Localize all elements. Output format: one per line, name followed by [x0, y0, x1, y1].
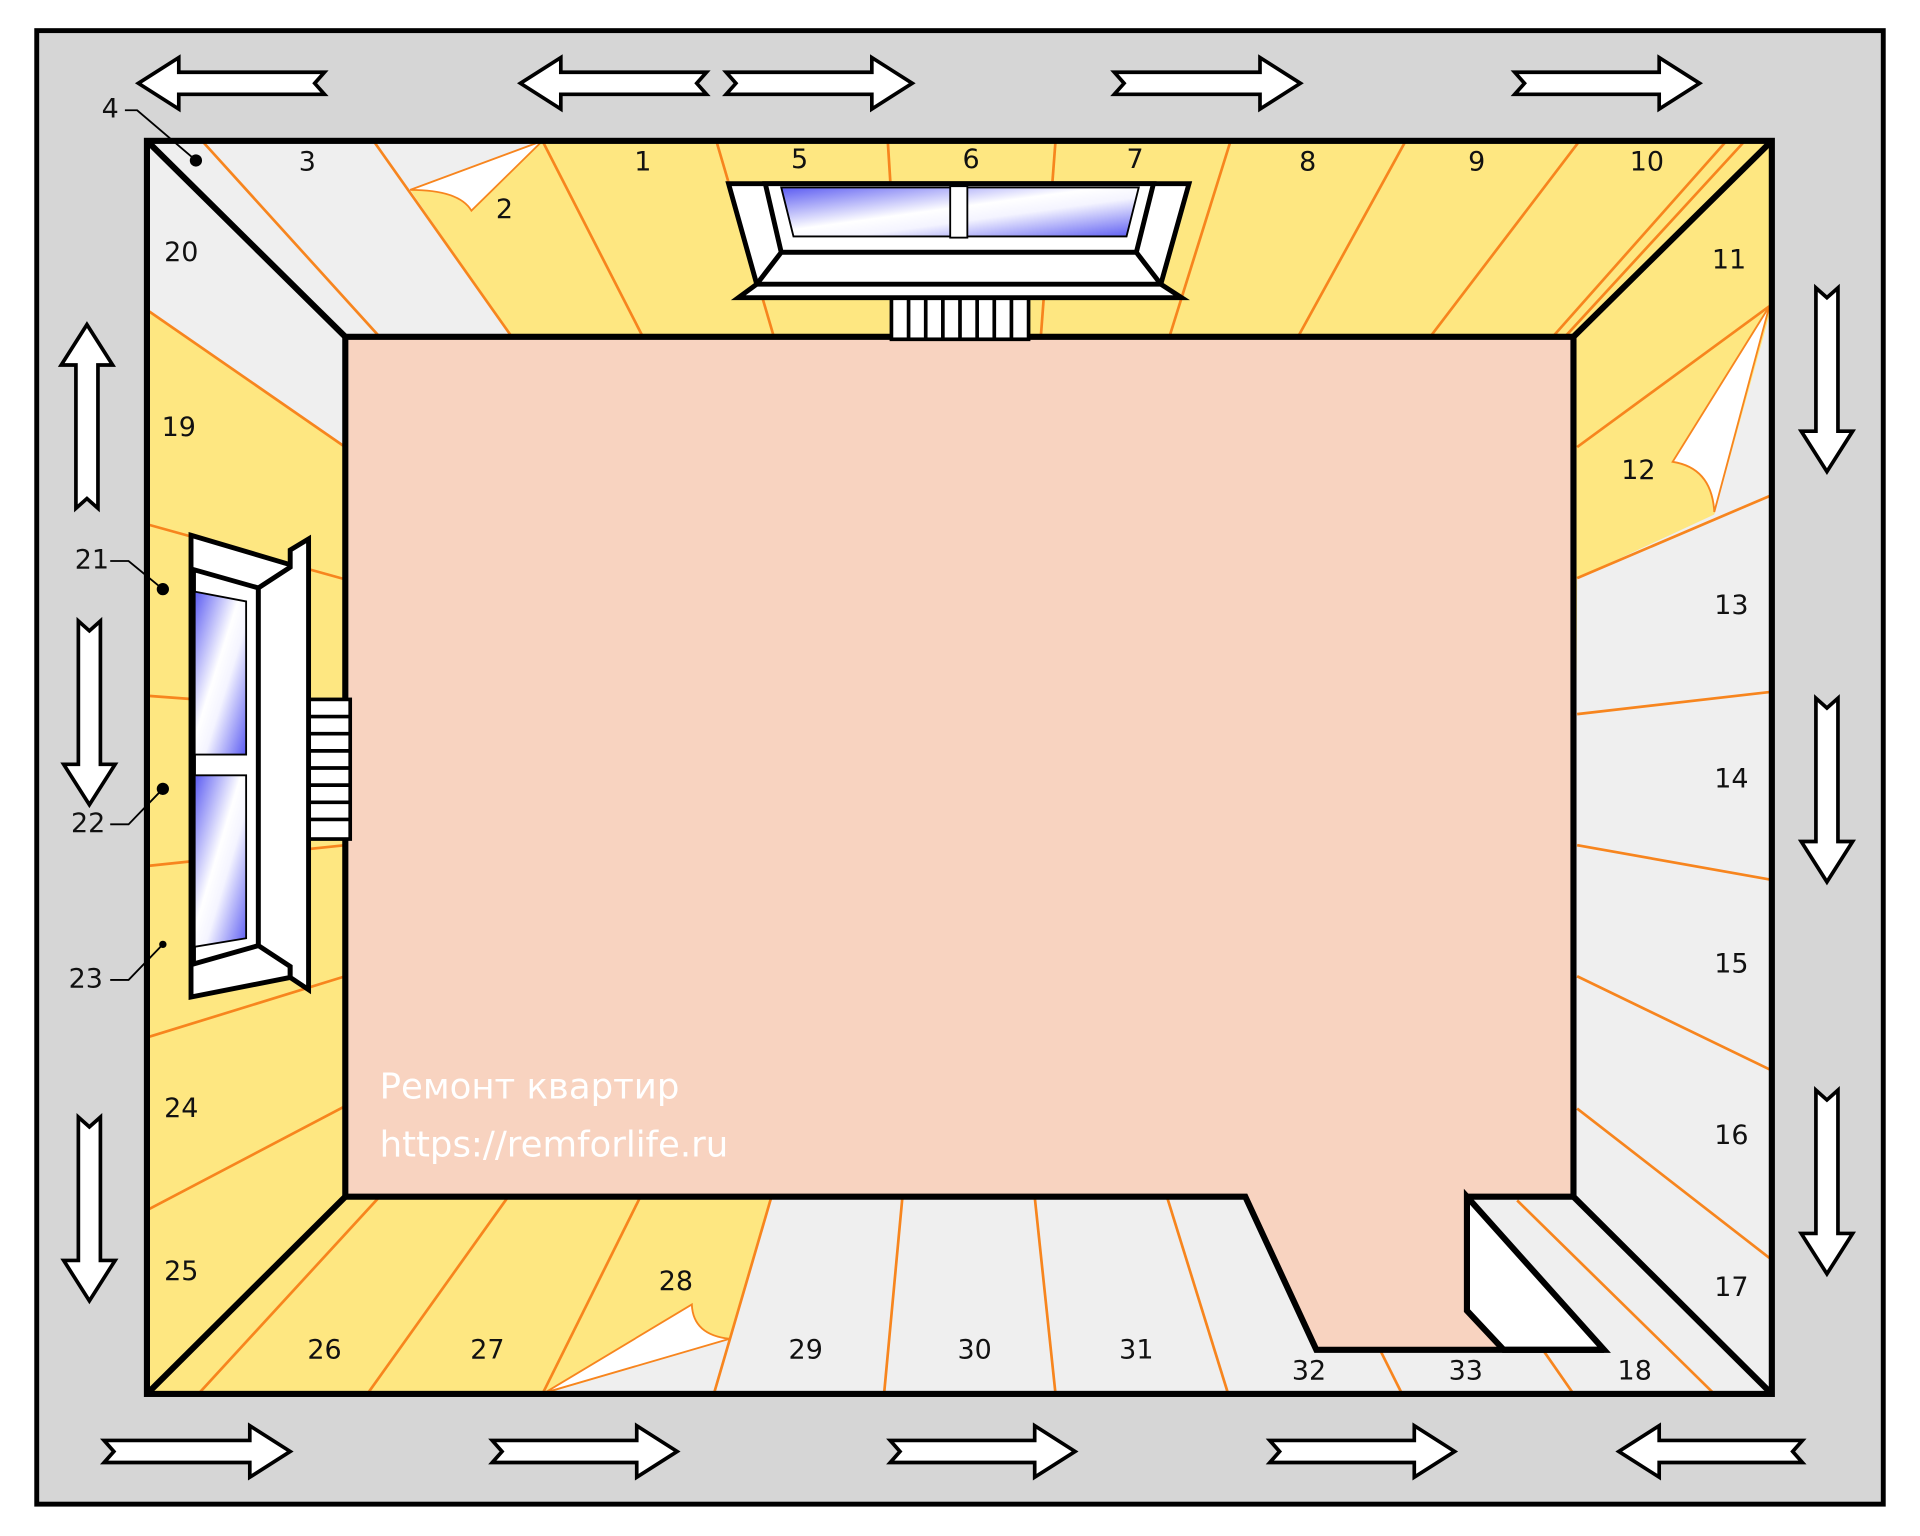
- strip-label: 10: [1630, 146, 1664, 177]
- strip-label: 31: [1119, 1335, 1153, 1366]
- strip-label: 4: [102, 94, 119, 125]
- watermark-title: Ремонт квартир: [380, 1067, 680, 1108]
- strip-label: 8: [1299, 146, 1316, 177]
- arrow-left-icon: [1615, 1422, 1807, 1481]
- radiator-left: [306, 697, 353, 841]
- strip-label: 3: [299, 146, 316, 177]
- arrow-right-icon: [99, 1422, 294, 1481]
- strip-label: 32: [1292, 1355, 1326, 1386]
- strip-label: 21: [75, 544, 109, 575]
- arrow-right-icon: [722, 54, 916, 113]
- marker-dot-23: [159, 940, 167, 949]
- arrow-down-icon: [60, 1112, 119, 1305]
- strip-label: 5: [791, 144, 808, 175]
- window-glass: [193, 774, 248, 948]
- strip-label: 30: [958, 1335, 992, 1366]
- bare-wall-right: [1573, 306, 1772, 1394]
- direction-arrows: [57, 54, 1856, 1481]
- strip-label: 22: [71, 808, 105, 839]
- strip-label: 13: [1714, 590, 1748, 621]
- strip-label: 18: [1618, 1355, 1652, 1386]
- marker-dot-4: [189, 154, 203, 167]
- strip-label: 6: [962, 144, 979, 175]
- leaders: [110, 109, 197, 981]
- strip-labels: 1 2 3 4 5 6 7 8 9 10 11 12 13 14 15 16 1…: [69, 94, 1749, 1387]
- arrow-down-icon: [1797, 694, 1856, 886]
- strip-label: 27: [470, 1335, 504, 1366]
- arrow-right-icon: [1110, 54, 1304, 113]
- peeled-flap-strip-28: [544, 1302, 731, 1394]
- window-left: [188, 531, 353, 1001]
- arrow-left-icon: [516, 54, 711, 113]
- strip-label: 14: [1714, 764, 1748, 795]
- strip-label: 7: [1127, 144, 1144, 175]
- strip-label: 16: [1714, 1120, 1748, 1151]
- strip-label: 23: [69, 963, 103, 994]
- arrow-down-icon: [1797, 283, 1856, 476]
- marker-dot-21: [156, 583, 169, 596]
- window-glass: [193, 590, 248, 756]
- strip-label: 24: [164, 1093, 198, 1124]
- strip-label: 17: [1714, 1272, 1748, 1303]
- room-edges: [143, 137, 1775, 1397]
- arrow-up-icon: [57, 321, 116, 513]
- strip-label: 12: [1621, 455, 1655, 486]
- peeled-flap-strip-2: [409, 139, 544, 213]
- strip-label: 33: [1449, 1355, 1483, 1386]
- arrow-down-icon: [60, 616, 119, 809]
- strip-label: 19: [162, 412, 196, 443]
- marker-dot-22: [156, 782, 169, 795]
- strip-label: 11: [1712, 244, 1746, 275]
- strip-label: 20: [164, 237, 198, 268]
- strip-label: 2: [496, 194, 513, 225]
- strip-label: 15: [1714, 949, 1748, 980]
- peeled-flap-strip-12: [1671, 305, 1771, 513]
- strip-label: 29: [789, 1335, 823, 1366]
- window-top: [725, 181, 1193, 342]
- radiator-top: [889, 295, 1031, 342]
- arrow-down-icon: [1797, 1086, 1856, 1278]
- strip-label: 1: [634, 146, 651, 177]
- strip-label: 25: [164, 1256, 198, 1287]
- arrow-right-icon: [1265, 1422, 1459, 1481]
- bare-wall-left: [146, 140, 346, 448]
- arrow-left-icon: [134, 54, 329, 113]
- arrow-right-icon: [488, 1422, 681, 1481]
- strip-label: 26: [307, 1335, 341, 1366]
- arrow-right-icon: [886, 1422, 1079, 1481]
- window-mullion: [949, 185, 969, 239]
- arrow-right-icon: [1510, 54, 1704, 113]
- strip-label: 28: [659, 1266, 693, 1297]
- watermark-url: https://remforlife.ru: [380, 1124, 729, 1165]
- strip-label: 9: [1468, 146, 1485, 177]
- floor: [345, 336, 1574, 1350]
